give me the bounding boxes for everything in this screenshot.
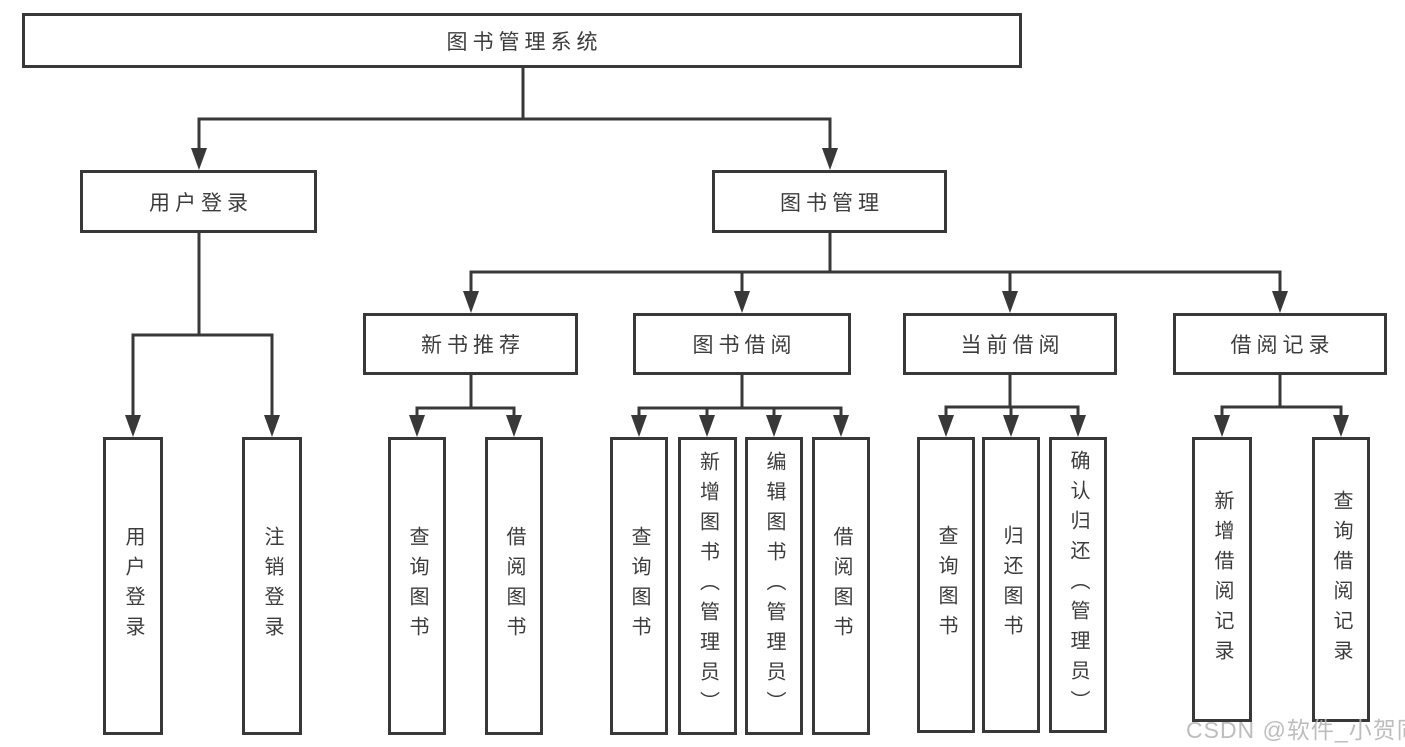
leaf-edit-book-admin-label: 编辑图书（管理员） [763,451,785,721]
leaf-edit-book-admin: 编辑图书（管理员） [745,437,803,735]
leaf-borrow-books-recommend: 借阅图书 [485,437,543,735]
leaf-query-books-current: 查询图书 [917,437,975,733]
node-book-borrow: 图书借阅 [633,313,851,375]
arrowheads [125,148,1349,437]
node-root: 图书管理系统 [22,13,1022,68]
node-borrow-records: 借阅记录 [1173,313,1387,375]
node-current-borrow: 当前借阅 [903,313,1117,375]
leaf-query-books-current-label: 查询图书 [935,525,957,645]
leaf-user-login: 用户登录 [103,437,163,735]
connector-root [197,66,832,150]
leaf-add-borrow-record-label: 新增借阅记录 [1211,489,1233,670]
watermark: CSDN @软件_小贺同学 [1186,717,1405,743]
leaf-borrow-books-label: 借阅图书 [830,526,852,646]
leaf-query-borrow-record-label: 查询借阅记录 [1330,489,1352,670]
leaf-query-books-recommend: 查询图书 [388,437,446,735]
node-book-management: 图书管理 [712,170,947,233]
connector-borrow-records [1220,373,1343,418]
leaf-query-borrow-record: 查询借阅记录 [1312,437,1370,722]
leaf-return-book: 归还图书 [982,437,1040,733]
connector-book-borrow [637,373,843,418]
leaf-logout-label: 注销登录 [261,526,283,646]
leaf-query-books-recommend-label: 查询图书 [406,526,428,646]
leaf-user-login-label: 用户登录 [122,526,144,646]
leaf-add-book-admin-label: 新增图书（管理员） [696,451,719,721]
leaf-add-borrow-record: 新增借阅记录 [1192,437,1252,722]
leaf-query-books-borrow: 查询图书 [610,437,668,735]
node-new-book-recommend: 新书推荐 [363,313,578,375]
leaf-borrow-books: 借阅图书 [812,437,870,735]
connector-new-book-recommend [415,373,516,418]
leaf-confirm-return-admin: 确认归还（管理员） [1049,437,1107,733]
leaf-return-book-label: 归还图书 [1000,525,1022,645]
leaf-query-books-borrow-label: 查询图书 [628,526,650,646]
leaf-add-book-admin: 新增图书（管理员） [678,437,737,735]
leaf-logout: 注销登录 [242,437,302,735]
leaf-confirm-return-admin-label: 确认归还（管理员） [1067,450,1089,720]
connector-current-borrow [944,373,1080,418]
leaf-borrow-books-recommend-label: 借阅图书 [503,526,525,646]
node-user-login: 用户登录 [80,170,317,233]
connector-book-management [469,231,1282,294]
connector-user-login [131,231,274,418]
